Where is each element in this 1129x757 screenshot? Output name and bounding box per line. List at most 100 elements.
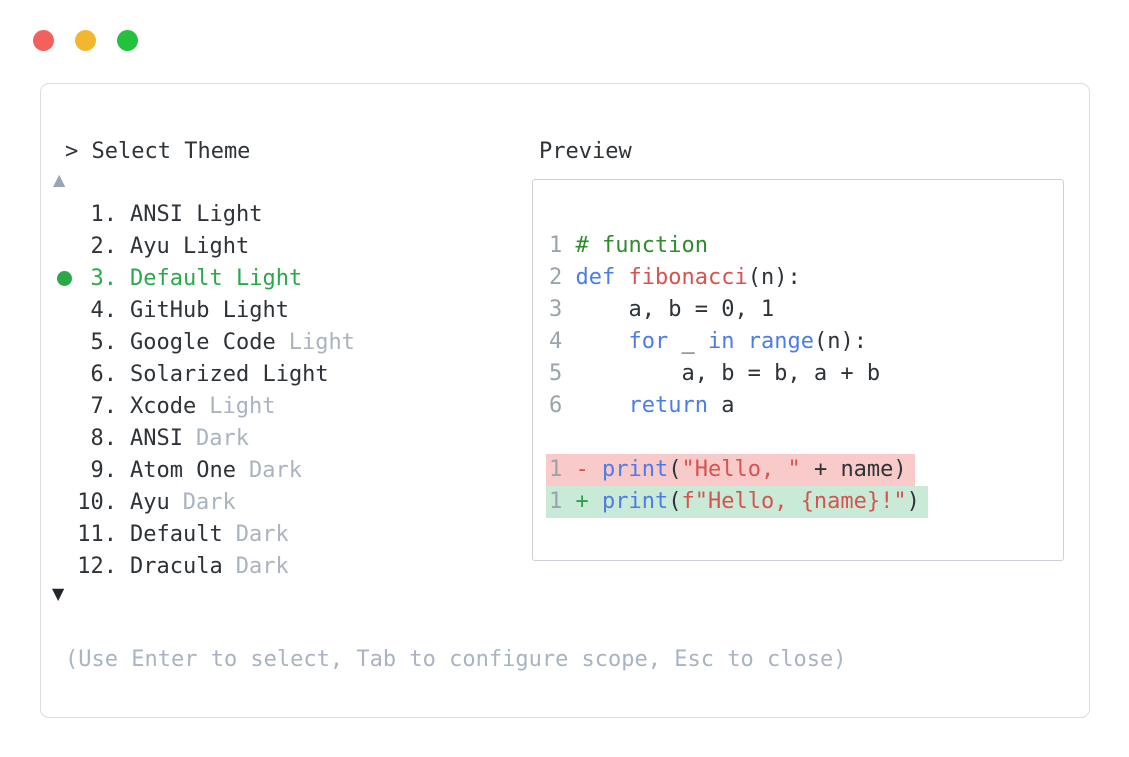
theme-number: 1. <box>90 201 118 227</box>
theme-variant: Dark <box>248 457 302 483</box>
code-token: _ <box>668 329 708 354</box>
theme-name: Xcode <box>130 393 197 419</box>
theme-item-ansi-light[interactable]: 1. ANSI Light <box>41 198 511 230</box>
code-line: 2 def fibonacci(n): <box>546 262 1063 294</box>
theme-name: GitHub Light <box>130 297 289 323</box>
line-number-gap <box>562 489 575 514</box>
theme-number: 11. <box>77 521 117 547</box>
line-number: 1 <box>549 489 563 514</box>
theme-item-default-light[interactable]: 3.Default Light <box>41 262 511 294</box>
window-maximize-button[interactable] <box>117 30 138 51</box>
line-number-gap <box>562 233 575 258</box>
code-token: for <box>628 329 669 354</box>
code-line: 4 for _ in range(n): <box>546 326 1063 358</box>
help-text: (Use Enter to select, Tab to configure s… <box>65 647 847 672</box>
theme-item-ansi[interactable]: 8. ANSI Dark <box>41 422 511 454</box>
code-line-content: 6 return a <box>546 390 742 422</box>
theme-number: 2. <box>90 233 118 259</box>
theme-variant: Dark <box>195 425 249 451</box>
code-line-content: 2 def fibonacci(n): <box>546 262 809 294</box>
theme-number: 4. <box>90 297 118 323</box>
theme-number: 12. <box>77 553 117 579</box>
theme-name: Ayu <box>130 489 170 515</box>
scroll-up-icon[interactable]: ▲ <box>53 170 66 189</box>
line-number-gap <box>562 361 575 386</box>
code-token: + <box>575 489 602 514</box>
code-token <box>576 329 629 354</box>
code-token <box>615 265 628 290</box>
code-token: print <box>602 457 669 482</box>
code-line-content: 3 a, b = 0, 1 <box>546 294 782 326</box>
line-number-gap <box>562 297 575 322</box>
theme-item-dracula[interactable]: 12. Dracula Dark <box>41 550 511 582</box>
line-number: 3 <box>549 297 563 322</box>
selected-dot <box>56 270 72 286</box>
code-line: 1 - print("Hello, " + name) <box>546 454 1063 486</box>
scroll-down-icon[interactable]: ▼ <box>52 584 65 603</box>
theme-variant: Dark <box>235 521 289 547</box>
window-controls <box>33 30 138 51</box>
theme-variant: Dark <box>235 553 289 579</box>
code-token: print <box>602 489 669 514</box>
select-theme-prompt: > Select Theme <box>65 139 251 164</box>
line-number-gap <box>562 457 575 482</box>
code-token: (n): <box>747 265 801 290</box>
code-token: "Hello, " <box>681 457 801 482</box>
theme-number: 7. <box>90 393 118 419</box>
theme-name: Ayu Light <box>130 233 250 259</box>
theme-item-default[interactable]: 11. Default Dark <box>41 518 511 550</box>
theme-number: 9. <box>90 457 118 483</box>
theme-variant: Light <box>209 393 276 419</box>
code-token <box>576 393 629 418</box>
theme-item-solarized-light[interactable]: 6. Solarized Light <box>41 358 511 390</box>
theme-item-ayu-light[interactable]: 2. Ayu Light <box>41 230 511 262</box>
code-token: a, b = b, a + b <box>575 361 881 386</box>
theme-name: Atom One <box>130 457 236 483</box>
code-line-content: 5 a, b = b, a + b <box>546 358 888 390</box>
theme-picker-panel: > Select Theme Preview ▲ 1. ANSI Light 2. A… <box>40 83 1090 718</box>
theme-name: ANSI <box>130 425 183 451</box>
theme-item-ayu[interactable]: 10. Ayu Dark <box>41 486 511 518</box>
theme-name: ANSI Light <box>130 201 263 227</box>
selected-dot-icon <box>51 270 77 286</box>
theme-variant: Dark <box>182 489 236 515</box>
theme-name: Solarized Light <box>130 361 329 387</box>
code-token: ( <box>668 489 682 514</box>
theme-item-github-light[interactable]: 4. GitHub Light <box>41 294 511 326</box>
code-token: range <box>747 329 814 354</box>
theme-item-atom-one[interactable]: 9. Atom One Dark <box>41 454 511 486</box>
code-token: return <box>628 393 708 418</box>
code-line-content: 1 # function <box>546 230 716 262</box>
code-token: f"Hello, {name}!" <box>681 489 907 514</box>
code-token <box>734 329 747 354</box>
code-token: a, b = 0, 1 <box>575 297 775 322</box>
code-token: fibonacci <box>628 265 748 290</box>
line-number: 1 <box>549 233 563 258</box>
code-line: 6 return a <box>546 390 1063 422</box>
code-line-content: 1 - print("Hello, " + name) <box>546 454 915 486</box>
window-minimize-button[interactable] <box>75 30 96 51</box>
theme-name: Google Code <box>130 329 276 355</box>
code-token: in <box>707 329 735 354</box>
theme-name: Dracula <box>130 553 223 579</box>
theme-name: Default <box>130 521 223 547</box>
line-number-gap <box>562 393 575 418</box>
line-number-gap <box>562 265 575 290</box>
preview-label: Preview <box>539 139 632 164</box>
theme-number: 8. <box>90 425 118 451</box>
theme-name: Default Light <box>130 265 303 291</box>
window-close-button[interactable] <box>33 30 54 51</box>
code-token: (n): <box>813 329 867 354</box>
theme-number: 5. <box>90 329 118 355</box>
theme-number: 10. <box>77 489 117 515</box>
code-line: 3 a, b = 0, 1 <box>546 294 1063 326</box>
theme-number: 6. <box>90 361 118 387</box>
theme-item-xcode[interactable]: 7. Xcode Light <box>41 390 511 422</box>
code-token: a <box>707 393 735 418</box>
code-line: 1 # function <box>546 230 1063 262</box>
line-number: 6 <box>549 393 563 418</box>
